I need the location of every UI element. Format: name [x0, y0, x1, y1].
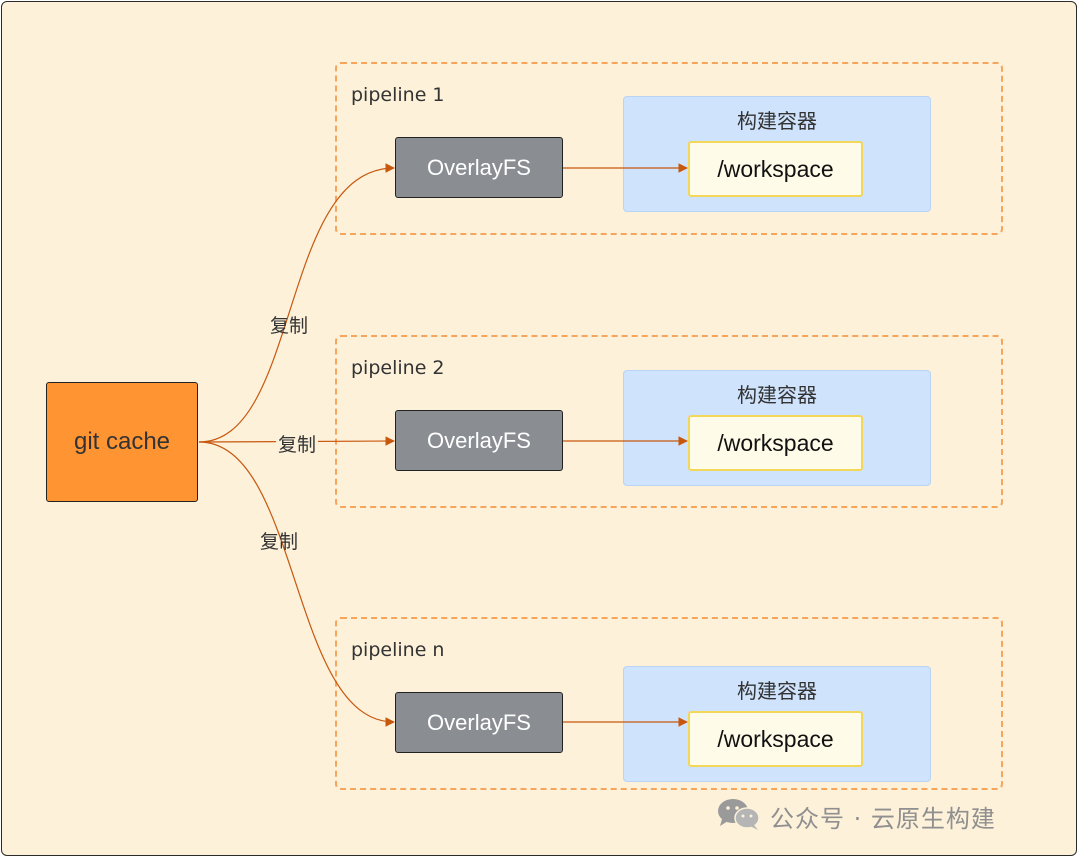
pipeline-n-label: pipeline n [351, 639, 445, 661]
pipeline-2-label: pipeline 2 [351, 357, 445, 379]
pipeline-1-workspace-node: /workspace [688, 141, 863, 197]
watermark: 公众号 · 云原生构建 [716, 798, 996, 834]
wechat-icon [716, 797, 762, 835]
watermark-text: 公众号 · 云原生构建 [770, 804, 996, 833]
pipeline-1-group: pipeline 1 [335, 62, 1003, 235]
copy-edge-label-3: 复制 [260, 531, 299, 553]
pipeline-1-label: pipeline 1 [351, 84, 445, 106]
pipeline-1-container-label: 构建容器 [737, 109, 817, 133]
pipeline-2-overlayfs-node: OverlayFS [395, 410, 563, 471]
pipeline-n-build-container: 构建容器 /workspace [623, 666, 931, 782]
copy-edge-label-2: 复制 [276, 430, 319, 457]
pipeline-2-container-label: 构建容器 [737, 383, 817, 407]
pipeline-n-overlayfs-node: OverlayFS [395, 692, 563, 753]
pipeline-1-build-container: 构建容器 /workspace [623, 96, 931, 212]
pipeline-n-workspace-node: /workspace [688, 711, 863, 767]
git-cache-node: git cache [46, 382, 198, 502]
pipeline-1-overlayfs-node: OverlayFS [395, 137, 563, 198]
pipeline-2-workspace-node: /workspace [688, 415, 863, 471]
copy-edge-label-1: 复制 [270, 315, 309, 337]
pipeline-n-container-label: 构建容器 [737, 679, 817, 703]
pipeline-2-build-container: 构建容器 /workspace [623, 370, 931, 486]
